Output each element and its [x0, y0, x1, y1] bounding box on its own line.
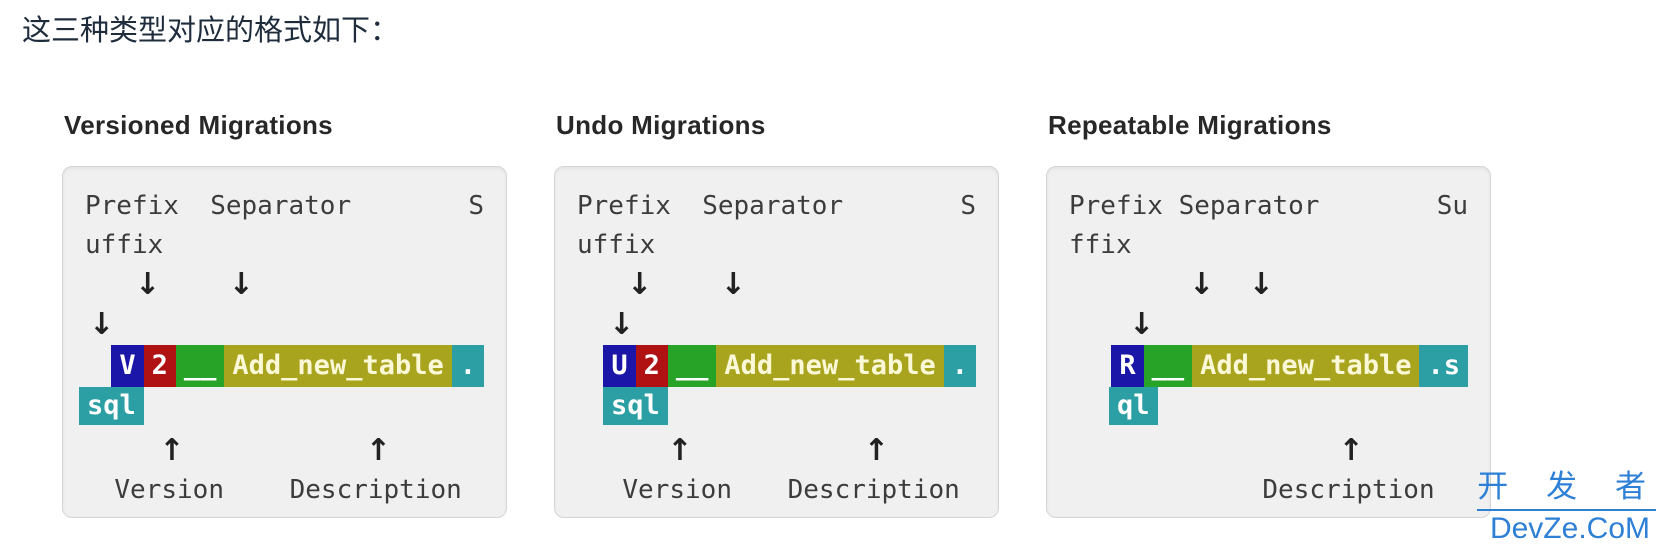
suffix-label-start: S — [960, 191, 976, 221]
segment-description: Add_new_table — [1192, 345, 1420, 387]
panel-versioned-migrations: Versioned Migrations Prefix Separator S … — [62, 110, 507, 518]
segment-separator: __ — [175, 345, 225, 387]
panel-title: Repeatable Migrations — [1048, 110, 1332, 140]
description-label: Description — [1262, 475, 1435, 505]
version-label: Version — [114, 475, 224, 505]
up-arrow-icon: ↑ — [863, 433, 889, 468]
suffix-label-start: Su — [1436, 191, 1468, 221]
page-heading: 这三种类型对应的格式如下： — [22, 13, 400, 47]
up-arrow-icon: ↑ — [365, 433, 391, 468]
up-arrows-row: ↑ ↑ — [85, 431, 484, 471]
up-arrows-row: ↑ ↑ — [577, 431, 976, 471]
description-label: Description — [787, 475, 960, 505]
segment-suffix-wrap: sql — [603, 387, 668, 425]
down-arrow-icon: ↓ — [1129, 307, 1155, 342]
bottom-labels-row: Version Description — [577, 471, 976, 510]
down-arrow-icon: ↓ — [609, 307, 635, 342]
panel-title: Undo Migrations — [556, 110, 766, 140]
segment-suffix: . — [943, 345, 976, 387]
suffix-down-arrow-row: ↓ — [1069, 305, 1468, 345]
up-arrow-icon: ↑ — [667, 433, 693, 468]
filename-format-card: Prefix Separator Su ffix ↓ ↓ ↓ R __ Add_… — [1046, 166, 1491, 518]
down-arrow-icon: ↓ — [89, 307, 115, 342]
prefix-separator-label: Prefix Separator — [85, 191, 352, 221]
description-label: Description — [289, 475, 462, 505]
bottom-labels-row: Version Description — [85, 471, 484, 510]
panel-title: Versioned Migrations — [64, 110, 333, 140]
segment-version: 2 — [143, 345, 176, 387]
filename-blocks: V 2 __ Add_new_table . — [85, 345, 484, 387]
suffix-label-start: S — [468, 191, 484, 221]
panel-undo-migrations: Undo Migrations Prefix Separator S uffix… — [554, 110, 999, 518]
down-arrow-icon: ↓ — [1189, 267, 1215, 302]
segment-prefix: U — [603, 345, 636, 387]
segment-prefix: R — [1111, 345, 1144, 387]
filename-blocks-wrap: ql — [1069, 387, 1468, 425]
bottom-labels-row: Description — [1069, 471, 1468, 510]
down-arrow-icon: ↓ — [1248, 267, 1274, 302]
watermark-site-text: DevZe.CoM — [1489, 512, 1650, 545]
up-arrow-icon: ↑ — [1338, 433, 1364, 468]
down-arrows-row: ↓ ↓ — [85, 265, 484, 305]
filename-blocks-wrap: sql — [79, 387, 484, 425]
watermark-cjk-text: 开 发 者 — [1477, 461, 1656, 511]
down-arrow-icon: ↓ — [228, 267, 254, 302]
up-arrow-icon: ↑ — [159, 433, 185, 468]
down-arrows-row: ↓ ↓ — [1069, 265, 1468, 305]
down-arrows-row: ↓ ↓ — [577, 265, 976, 305]
top-labels-row: Prefix Separator Su — [1069, 187, 1468, 226]
filename-blocks: U 2 __ Add_new_table . — [577, 345, 976, 387]
suffix-down-arrow-row: ↓ — [577, 305, 976, 345]
down-arrow-icon: ↓ — [627, 267, 653, 302]
segment-version: 2 — [635, 345, 668, 387]
down-arrow-icon: ↓ — [720, 267, 746, 302]
segment-separator: __ — [667, 345, 717, 387]
panel-repeatable-migrations: Repeatable Migrations Prefix Separator S… — [1046, 110, 1491, 518]
migration-format-panels: Versioned Migrations Prefix Separator S … — [62, 110, 1491, 518]
suffix-label-wrap: ffix — [1069, 230, 1132, 260]
segment-description: Add_new_table — [716, 345, 944, 387]
prefix-separator-label: Prefix Separator — [1069, 191, 1320, 221]
up-arrows-row: ↑ — [1069, 431, 1468, 471]
suffix-down-arrow-row: ↓ — [85, 305, 484, 345]
top-labels-row: Prefix Separator S — [577, 187, 976, 226]
segment-suffix: . — [451, 345, 484, 387]
filename-blocks-wrap: sql — [577, 387, 976, 425]
down-arrow-icon: ↓ — [135, 267, 161, 302]
segment-description: Add_new_table — [224, 345, 452, 387]
filename-format-card: Prefix Separator S uffix ↓ ↓ ↓ U 2 __ Ad… — [554, 166, 999, 518]
prefix-separator-label: Prefix Separator — [577, 191, 844, 221]
top-labels-row: Prefix Separator S — [85, 187, 484, 226]
segment-suffix-wrap: sql — [79, 387, 144, 425]
version-label: Version — [622, 475, 732, 505]
segment-prefix: V — [111, 345, 144, 387]
segment-suffix: .s — [1419, 345, 1468, 387]
suffix-label-wrap: uffix — [85, 230, 164, 260]
segment-suffix-wrap: ql — [1109, 387, 1158, 425]
suffix-label-wrap: uffix — [577, 230, 656, 260]
filename-blocks: R __ Add_new_table .s — [1069, 345, 1468, 387]
segment-separator: __ — [1143, 345, 1193, 387]
filename-format-card: Prefix Separator S uffix ↓ ↓ ↓ V 2 __ Ad… — [62, 166, 507, 518]
watermark: 开 发 者 DevZe.CoM — [1477, 461, 1656, 546]
